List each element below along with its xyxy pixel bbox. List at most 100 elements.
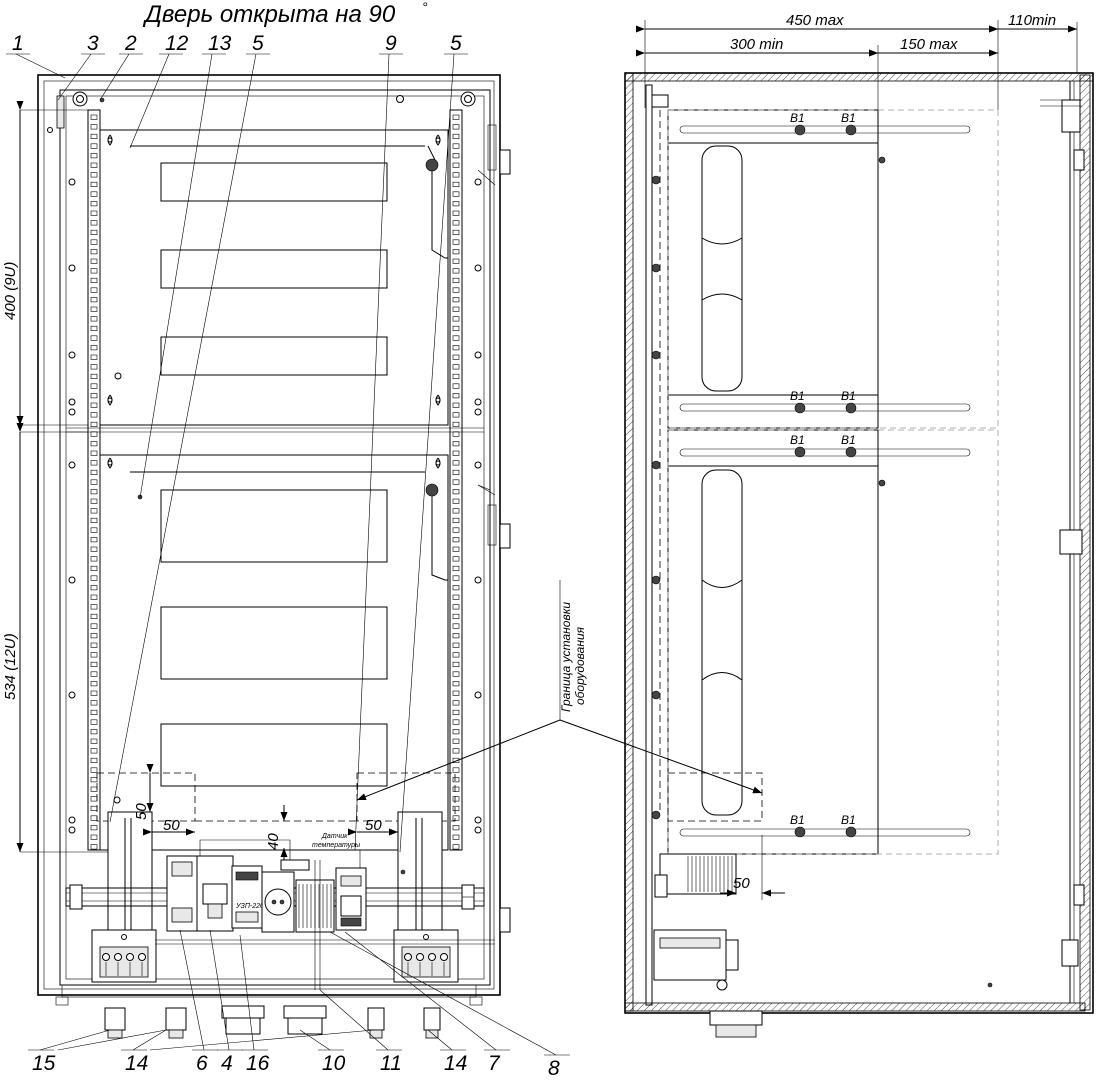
bolt-label: B1 <box>790 389 805 403</box>
cabinet-body-inner <box>43 80 495 990</box>
bolt-label: B1 <box>841 111 856 125</box>
side-dimensions: 450 max 300 min 150 max 110min 50 <box>636 12 1078 900</box>
boundary-label: Граница установки <box>559 602 573 712</box>
callout-5: 5 <box>252 32 264 55</box>
boundary-arrow <box>559 719 763 794</box>
sensor-label: температуры <box>312 842 361 849</box>
lock <box>56 95 65 129</box>
callout-4: 4 <box>221 1052 233 1075</box>
rail-holes <box>90 114 460 850</box>
front-dimensions: 400 (9U) 534 (12U) 50 50 50 40 Датчик те… <box>2 101 398 860</box>
boundary-annotation: Граница установки оборудования <box>356 580 763 801</box>
terminal-box <box>653 929 727 981</box>
bolt-label: B1 <box>841 389 856 403</box>
callout-3: 3 <box>87 32 99 55</box>
bolt-b1: B1 <box>790 111 806 136</box>
cable-gland-large <box>283 1005 327 1035</box>
rear-wall <box>624 72 634 1012</box>
bolt-b1: B1 <box>841 433 857 458</box>
callout-15: 15 <box>32 1052 56 1075</box>
title: Дверь открыта на 90 ° <box>142 0 428 28</box>
cable-gland-large <box>221 1005 265 1035</box>
bolt-b1: B1 <box>790 389 806 414</box>
cable-gland <box>367 1007 385 1039</box>
bolt-b1: B1 <box>841 389 857 414</box>
lower-max-depth <box>667 429 999 855</box>
dim-clear-left: 50 <box>163 817 180 834</box>
upper-max-depth <box>667 109 999 429</box>
callout-10: 10 <box>322 1052 346 1075</box>
cable-gland <box>165 1007 187 1039</box>
dim-clear-40: 40 <box>265 833 282 850</box>
callout-11: 11 <box>380 1052 402 1075</box>
rack-rail-right <box>449 109 463 851</box>
door-stop-top <box>487 124 497 171</box>
boundary-zone-left <box>96 772 196 822</box>
top-wall <box>624 72 1094 82</box>
upper-shelf <box>99 129 449 426</box>
bolt-b1: B1 <box>841 813 857 838</box>
callout-9: 9 <box>385 32 397 55</box>
bolt-label: B1 <box>841 433 856 447</box>
blank-panel <box>160 162 388 202</box>
heater-radiator <box>659 853 737 895</box>
device-label: УЗП-220 <box>235 903 264 910</box>
lower-fan <box>701 469 743 816</box>
bolt-b1: B1 <box>841 111 857 136</box>
blank-panel <box>160 489 388 563</box>
title-text: Дверь открыта на 90 <box>142 1 396 28</box>
lower-shelf <box>99 454 449 851</box>
callout-6: 6 <box>196 1052 208 1075</box>
hinge-middle <box>499 523 511 549</box>
boundary-label: оборудования <box>573 626 587 705</box>
ground-terminal <box>425 158 439 172</box>
upper-fan <box>701 145 743 392</box>
callout-8: 8 <box>548 1057 560 1080</box>
degree-sign: ° <box>422 0 428 15</box>
callout-16: 16 <box>246 1052 270 1075</box>
cable-gland <box>104 1007 126 1039</box>
dim-front: 300 min <box>730 36 783 53</box>
upper-equipment <box>667 109 879 429</box>
callout-14: 14 <box>444 1052 467 1075</box>
door-lock <box>1061 99 1081 133</box>
bolt-label: B1 <box>790 433 805 447</box>
dim-side-clearance: 50 <box>733 875 750 892</box>
frame-screws <box>68 178 482 834</box>
callout-2: 2 <box>124 32 137 55</box>
mounting-frame-inner <box>65 95 485 980</box>
temperature-sensor <box>280 859 310 871</box>
side-boundary-zone <box>667 772 763 822</box>
blank-panel <box>160 723 388 787</box>
corner-screw <box>72 91 88 107</box>
callout-13: 13 <box>208 32 232 55</box>
cable-gland <box>423 1007 441 1039</box>
callout-leaders <box>6 53 570 1056</box>
mounting-plate <box>645 84 653 1006</box>
dim-overall: 450 max <box>786 12 844 29</box>
dim-clear-right: 50 <box>365 817 382 834</box>
ground-terminal <box>425 483 439 497</box>
door-stop-middle <box>487 504 497 546</box>
socket-outlet <box>261 871 295 933</box>
bolt-b1: B1 <box>790 813 806 838</box>
blank-panel <box>160 249 388 289</box>
corner-screw <box>460 91 476 107</box>
callout-7: 7 <box>488 1052 501 1075</box>
dim-lower: 534 (12U) <box>2 633 19 700</box>
blank-panel <box>160 606 388 680</box>
dim-rear: 150 max <box>900 36 958 53</box>
hinge-top <box>499 149 511 175</box>
lower-equipment <box>667 429 879 855</box>
bolt-b1: B1 <box>790 433 806 458</box>
dim-clear-vertical: 50 <box>133 803 150 820</box>
side-cable-gland <box>709 1010 763 1026</box>
bottom-wall <box>624 1002 1086 1012</box>
dim-upper: 400 (9U) <box>2 262 19 320</box>
bolt-label: B1 <box>841 813 856 827</box>
front-view: УЗП-220 <box>37 74 511 1039</box>
